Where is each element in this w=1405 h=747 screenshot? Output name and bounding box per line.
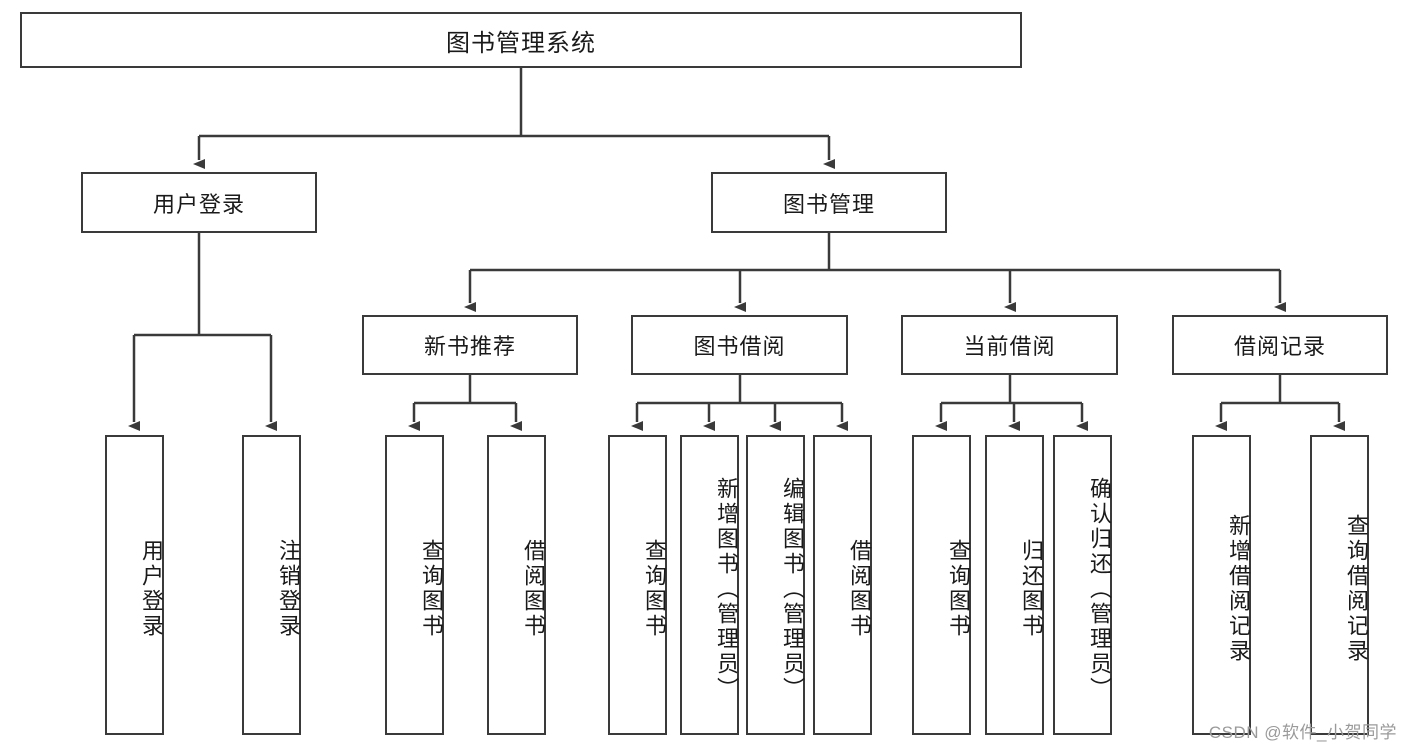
node-leaf-add-book[interactable]: 新增图书（管理员）	[680, 435, 739, 735]
node-leaf-add-record[interactable]: 新增借阅记录	[1192, 435, 1251, 735]
node-book-borrow[interactable]: 图书借阅	[631, 315, 848, 375]
node-leaf-query-book-1[interactable]: 查询图书	[385, 435, 444, 735]
node-leaf-query-record[interactable]: 查询借阅记录	[1310, 435, 1369, 735]
node-book-manage[interactable]: 图书管理	[711, 172, 947, 233]
node-leaf-borrow-book-2[interactable]: 借阅图书	[813, 435, 872, 735]
node-user-login[interactable]: 用户登录	[81, 172, 317, 233]
node-root[interactable]: 图书管理系统	[20, 12, 1022, 68]
node-leaf-user-logout[interactable]: 注销登录	[242, 435, 301, 735]
node-leaf-query-book-3[interactable]: 查询图书	[912, 435, 971, 735]
node-leaf-return-book[interactable]: 归还图书	[985, 435, 1044, 735]
node-leaf-query-book-2[interactable]: 查询图书	[608, 435, 667, 735]
node-leaf-edit-book[interactable]: 编辑图书（管理员）	[746, 435, 805, 735]
node-leaf-borrow-book-1[interactable]: 借阅图书	[487, 435, 546, 735]
csdn-watermark: CSDN @软件_小贺同学	[1208, 723, 1397, 742]
node-new-book-rec[interactable]: 新书推荐	[362, 315, 578, 375]
node-leaf-user-login[interactable]: 用户登录	[105, 435, 164, 735]
node-leaf-confirm-return[interactable]: 确认归还（管理员）	[1053, 435, 1112, 735]
node-borrow-record[interactable]: 借阅记录	[1172, 315, 1388, 375]
node-current-borrow[interactable]: 当前借阅	[901, 315, 1118, 375]
